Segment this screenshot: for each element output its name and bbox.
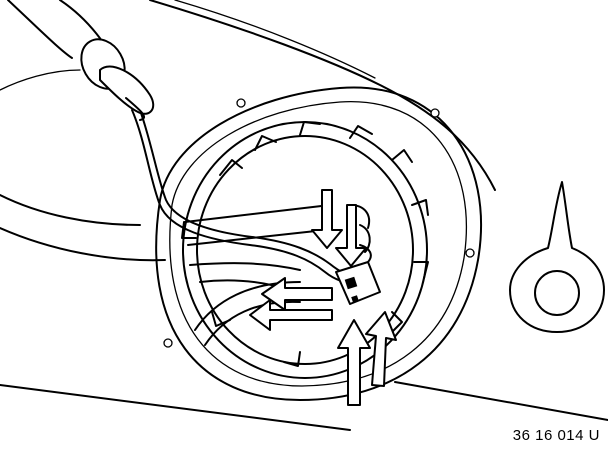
indicator-arrow-icon <box>249 189 397 406</box>
tank-contours <box>0 0 608 431</box>
figure-reference-code: 36 16 014 U <box>512 427 600 444</box>
key-tool-icon <box>509 181 605 333</box>
cable-grommet <box>80 38 155 121</box>
electrical-plug-icon <box>335 261 381 305</box>
locking-ring <box>181 121 429 379</box>
pump-cable <box>131 109 356 284</box>
